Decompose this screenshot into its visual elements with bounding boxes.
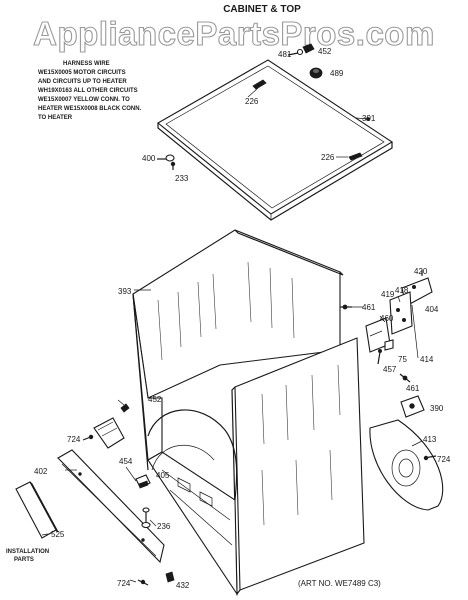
label-400: 400 [142,154,156,163]
harness-note-line: WH19X0163 ALL OTHER CIRCUITS [38,88,138,94]
label-460: 460 [380,314,394,323]
screw-457 [377,348,382,365]
harness-note-line: HEATER WE15X0008 BLACK CONN. [38,106,142,112]
screw-724-right [423,455,437,461]
harness-note-line: AND CIRCUITS UP TO HEATER [38,79,127,85]
harness-note-line: WE15X0007 YELLOW CONN. TO [38,97,130,103]
label-420: 420 [414,267,428,276]
part-labels: 481 452 489 226 391 400 233 226 420 393 … [34,47,451,590]
label-402: 402 [34,467,48,476]
diagram-title: CABINET & TOP [223,4,301,15]
plate-390 [400,395,425,418]
clip-75 [384,339,394,351]
label-391: 391 [362,114,376,123]
leg-236 [141,507,151,529]
screw-481 [287,48,304,56]
label-236: 236 [157,522,171,531]
duct-plate-413 [369,419,444,511]
bumper-489 [309,67,323,79]
label-457: 457 [383,365,397,374]
bracket-405 [135,474,151,489]
top-panel [157,59,394,221]
label-452-top: 452 [318,47,332,56]
label-226-top: 226 [245,97,259,106]
label-405: 405 [156,471,170,480]
label-452-left: 452 [148,395,162,404]
label-454: 454 [119,457,133,466]
installation-line: INSTALLATION [6,549,49,555]
label-393: 393 [118,287,132,296]
harness-note-line: WE15X0005 MOTOR CIRCUITS [38,70,126,76]
art-number: (ART NO. WE7489 C3) [298,579,381,588]
label-461-upper: 461 [362,303,376,312]
switch-454 [93,417,125,449]
clip-452-top [302,43,315,54]
label-419: 419 [381,290,395,299]
leader-414 [411,304,419,359]
installation-parts-caption: INSTALLATION PARTS [6,549,49,563]
cabinet-body [132,229,365,596]
label-489: 489 [330,69,344,78]
installation-parts-525 [15,481,59,539]
screw-233 [170,161,176,170]
watermark-logo: AppliancePartsPros.com [33,15,435,52]
label-226-bottom: 226 [321,153,335,162]
screw-461-lower [399,373,411,383]
label-233: 233 [175,174,189,183]
installation-line: PARTS [14,557,34,563]
harness-note-line: TO HEATER [38,115,73,121]
glide-400 [157,154,175,162]
label-414: 414 [420,355,434,364]
harness-wire-note: HARNESS WIRE WE15X0005 MOTOR CIRCUITS AN… [38,61,142,121]
label-432-bottom: 432 [176,581,190,590]
label-413: 413 [423,435,437,444]
toe-panel-402 [57,449,165,564]
bracket-419 [389,291,413,335]
label-418: 418 [395,286,409,295]
screw-724-left [82,434,94,441]
screw-724-bottom [137,579,149,586]
leader-lines [41,87,423,583]
clip-432-upper [120,403,130,413]
label-724-bottom: 724 [117,579,131,588]
label-724-right: 724 [437,455,451,464]
label-724-left: 724 [67,435,81,444]
harness-note-line: HARNESS WIRE [63,61,110,67]
label-404: 404 [425,305,439,314]
label-75: 75 [398,355,407,364]
label-525: 525 [51,530,65,539]
label-461-lower: 461 [406,384,420,393]
glide-432-bottom [165,571,175,583]
label-481: 481 [278,50,292,59]
label-390: 390 [430,404,444,413]
